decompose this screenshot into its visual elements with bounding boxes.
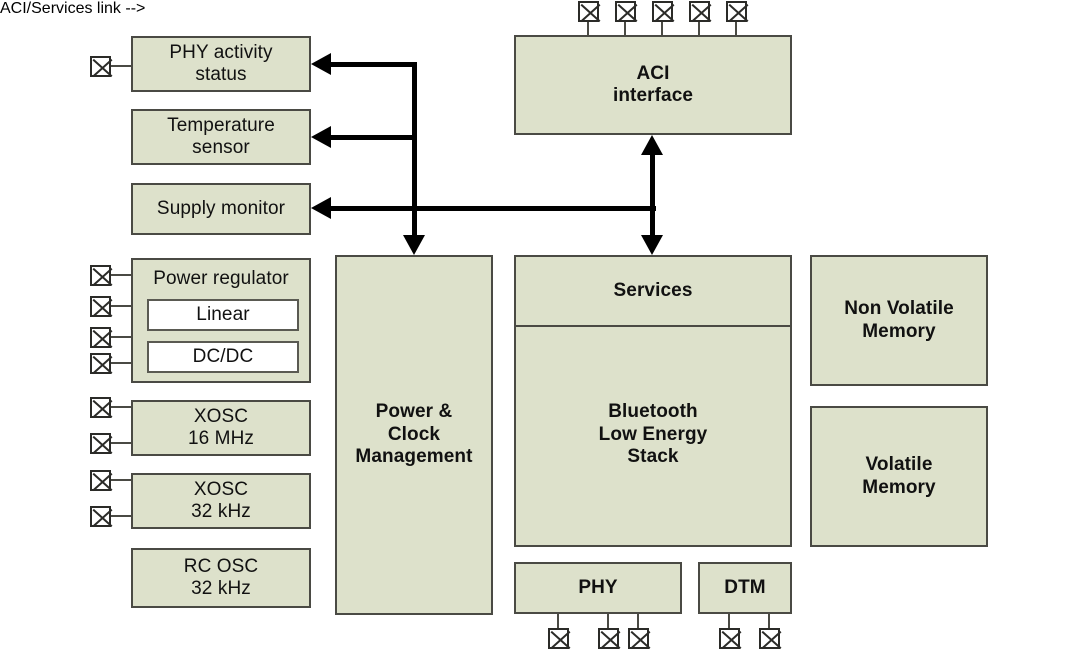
block-ble-services-stack: Services Bluetooth Low Energy Stack [514, 255, 792, 547]
pad-wire [698, 22, 700, 35]
block-power-clock-management[interactable]: Power & Clock Management [335, 255, 493, 615]
arrowhead-power-clock-management [403, 235, 425, 255]
pad-cross-icon [652, 1, 673, 22]
pad-wire [661, 22, 663, 35]
pad-wire [111, 362, 133, 364]
block-dcdc[interactable]: DC/DC [147, 341, 299, 373]
pad-wire [607, 614, 609, 630]
block-dtm[interactable]: DTM [698, 562, 792, 614]
block-power-regulator[interactable]: Power regulator Linear DC/DC [131, 258, 311, 383]
pad-wire [735, 22, 737, 35]
ble-stack-label: Bluetooth Low Energy Stack [598, 400, 708, 468]
bus-trunk-vertical [412, 62, 417, 235]
arrowhead-aci-up [641, 135, 663, 155]
pad-wire [637, 614, 639, 630]
power-regulator-label: Power regulator [153, 268, 289, 289]
pad-cross-icon [90, 56, 111, 77]
pad-wire [111, 305, 133, 307]
pad-cross-icon [90, 470, 111, 491]
block-ble-stack[interactable]: Bluetooth Low Energy Stack [516, 325, 790, 545]
pad-wire [111, 406, 133, 408]
block-xosc-32khz[interactable]: XOSC 32 kHz [131, 473, 311, 529]
pad-cross-icon [90, 433, 111, 454]
pad-cross-icon [90, 353, 111, 374]
bus-to-supply-monitor [330, 206, 656, 211]
block-linear[interactable]: Linear [147, 299, 299, 331]
pad-cross-icon [90, 296, 111, 317]
block-non-volatile-memory[interactable]: Non Volatile Memory [810, 255, 988, 386]
pad-cross-icon [548, 628, 569, 649]
block-services[interactable]: Services [516, 257, 790, 325]
pad-cross-icon [90, 265, 111, 286]
pad-wire [111, 65, 133, 67]
block-aci-interface[interactable]: ACI interface [514, 35, 792, 135]
pad-wire [768, 614, 770, 630]
pad-wire [557, 614, 559, 630]
pad-wire [111, 274, 133, 276]
block-temperature-sensor[interactable]: Temperature sensor [131, 109, 311, 165]
pad-wire [111, 442, 133, 444]
pad-cross-icon [90, 506, 111, 527]
block-rc-osc-32khz[interactable]: RC OSC 32 kHz [131, 548, 311, 608]
pad-wire [624, 22, 626, 35]
pad-wire [111, 515, 133, 517]
pad-wire [587, 22, 589, 35]
pad-cross-icon [578, 1, 599, 22]
block-volatile-memory[interactable]: Volatile Memory [810, 406, 988, 547]
arrowhead-temperature-sensor [311, 126, 331, 148]
arrowhead-services-down [641, 235, 663, 255]
bus-aci-services [650, 150, 655, 240]
arrowhead-phy-activity-status [311, 53, 331, 75]
services-label: Services [613, 279, 693, 301]
pad-cross-icon [90, 397, 111, 418]
arrowhead-supply-monitor [311, 197, 331, 219]
pad-wire [111, 479, 133, 481]
block-phy[interactable]: PHY [514, 562, 682, 614]
pad-cross-icon [598, 628, 619, 649]
block-phy-activity-status[interactable]: PHY activity status [131, 36, 311, 92]
pad-cross-icon [689, 1, 710, 22]
pad-cross-icon [628, 628, 649, 649]
services-divider [516, 325, 790, 327]
pad-cross-icon [759, 628, 780, 649]
block-xosc-16mhz[interactable]: XOSC 16 MHz [131, 400, 311, 456]
pad-wire [728, 614, 730, 630]
pad-wire [111, 336, 133, 338]
pad-cross-icon [615, 1, 636, 22]
bus-to-temperature-sensor [330, 135, 415, 140]
pad-cross-icon [90, 327, 111, 348]
pad-cross-icon [719, 628, 740, 649]
bus-to-phy-activity-status [330, 62, 415, 67]
block-supply-monitor[interactable]: Supply monitor [131, 183, 311, 235]
pad-cross-icon [726, 1, 747, 22]
